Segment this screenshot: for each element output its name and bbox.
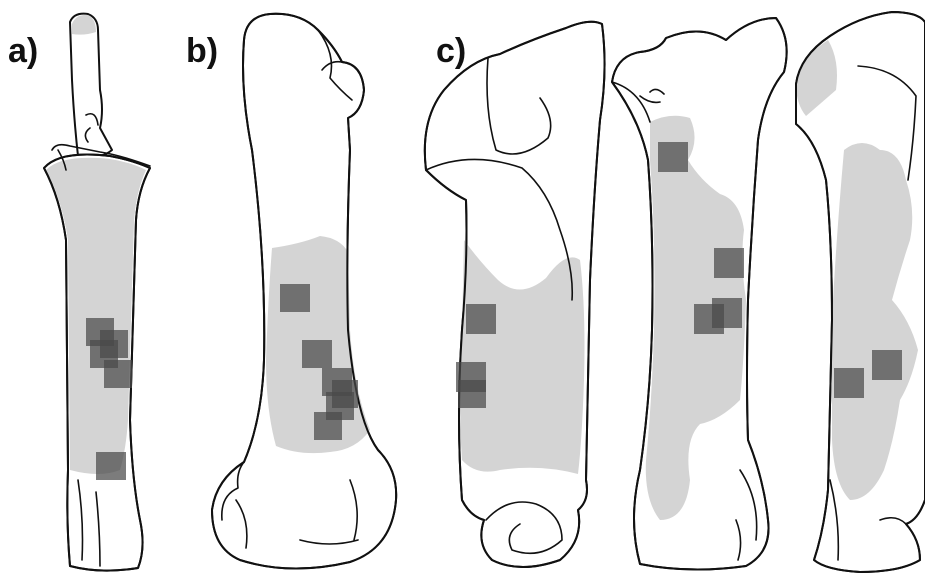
panel-label-b: b) — [186, 32, 218, 70]
marker-square — [712, 298, 742, 328]
marker-square — [104, 360, 132, 388]
marker-square — [302, 340, 332, 368]
marker-square — [714, 248, 744, 278]
marker-square — [466, 304, 496, 334]
marker-square — [280, 284, 310, 312]
panel-label-a: a) — [8, 32, 38, 70]
marker-square — [872, 350, 902, 380]
panel-b: b) — [186, 14, 396, 569]
marker-square — [834, 368, 864, 398]
panel-c: c) — [425, 12, 925, 572]
marker-square — [314, 412, 342, 440]
bone-a-proximal-process — [70, 14, 112, 157]
panel-a: a) — [8, 14, 150, 571]
panel-label-c: c) — [436, 32, 466, 70]
bone-c2 — [612, 18, 787, 570]
bone-c3 — [796, 12, 925, 572]
marker-square — [96, 452, 126, 480]
marker-square — [658, 142, 688, 172]
marker-square — [458, 380, 486, 408]
bone-c1 — [425, 22, 605, 567]
